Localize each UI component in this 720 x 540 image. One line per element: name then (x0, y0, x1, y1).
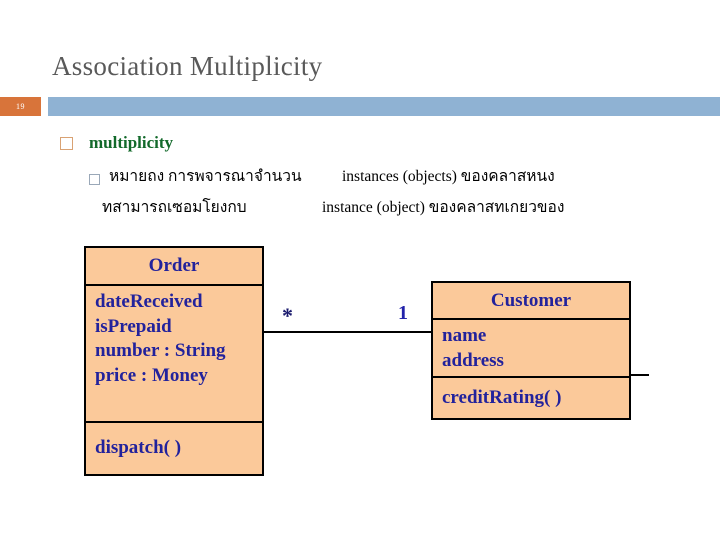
body-text-line2-thai: ทสามารถเซอมโยงกบ (102, 199, 247, 216)
uml-class-customer-name-compartment: Customer (433, 283, 629, 318)
body-text-line1-thai: หมายถง การพจารณาจำนวน (109, 168, 302, 185)
uml-attribute: name (442, 325, 487, 346)
body-text-line2-rest: instance (object) ของคลาสทเกยวของ (322, 199, 565, 216)
uml-operation: dispatch( ) (95, 437, 182, 458)
header-bar-divider (48, 97, 720, 116)
association-line-stub (631, 374, 649, 376)
uml-operation: creditRating( ) (442, 386, 562, 408)
uml-attribute: address (442, 349, 504, 371)
association-line (264, 331, 431, 333)
page-number-badge: 19 (0, 97, 41, 116)
uml-attribute: isPrepaid (95, 315, 172, 337)
square-bullet-icon (60, 136, 73, 150)
bullet-level2-line1: หมายถง การพจารณาจำนวน instances (objects… (89, 168, 649, 192)
uml-attribute: price : Money (95, 365, 208, 387)
uml-attribute: dateReceived (95, 291, 203, 312)
uml-class-order-name-compartment: Order (86, 248, 262, 284)
uml-class-order-name: Order (148, 255, 200, 277)
bullet-level1-label: multiplicity (89, 133, 174, 152)
uml-attribute: number : String (95, 340, 226, 362)
bullet-level2-block: หมายถง การพจารณาจำนวน instances (objects… (89, 168, 649, 224)
uml-class-customer-attributes: name address (433, 318, 629, 376)
uml-class-order-attributes: dateReceived isPrepaid number : String p… (86, 284, 262, 421)
uml-class-order-operations: dispatch( ) (86, 421, 262, 474)
uml-class-customer-name: Customer (490, 289, 572, 311)
uml-class-customer: Customer name address creditRating( ) (431, 281, 631, 420)
multiplicity-label-one: 1 (398, 302, 408, 324)
header-band: 19 (0, 97, 720, 116)
uml-class-order: Order dateReceived isPrepaid number : St… (84, 246, 264, 476)
body-text-line1-rest: instances (objects) ของคลาสหนง (342, 168, 555, 185)
bullet-level2-line2: ทสามารถเซอมโยงกบ instance (object) ของคล… (89, 200, 649, 224)
page-title: Association Multiplicity (52, 51, 323, 81)
multiplicity-label-many: * (282, 303, 293, 328)
uml-class-customer-operations: creditRating( ) (433, 376, 629, 418)
bullet-item-multiplicity: multiplicity (60, 133, 173, 153)
square-bullet-sub-icon (89, 174, 100, 185)
